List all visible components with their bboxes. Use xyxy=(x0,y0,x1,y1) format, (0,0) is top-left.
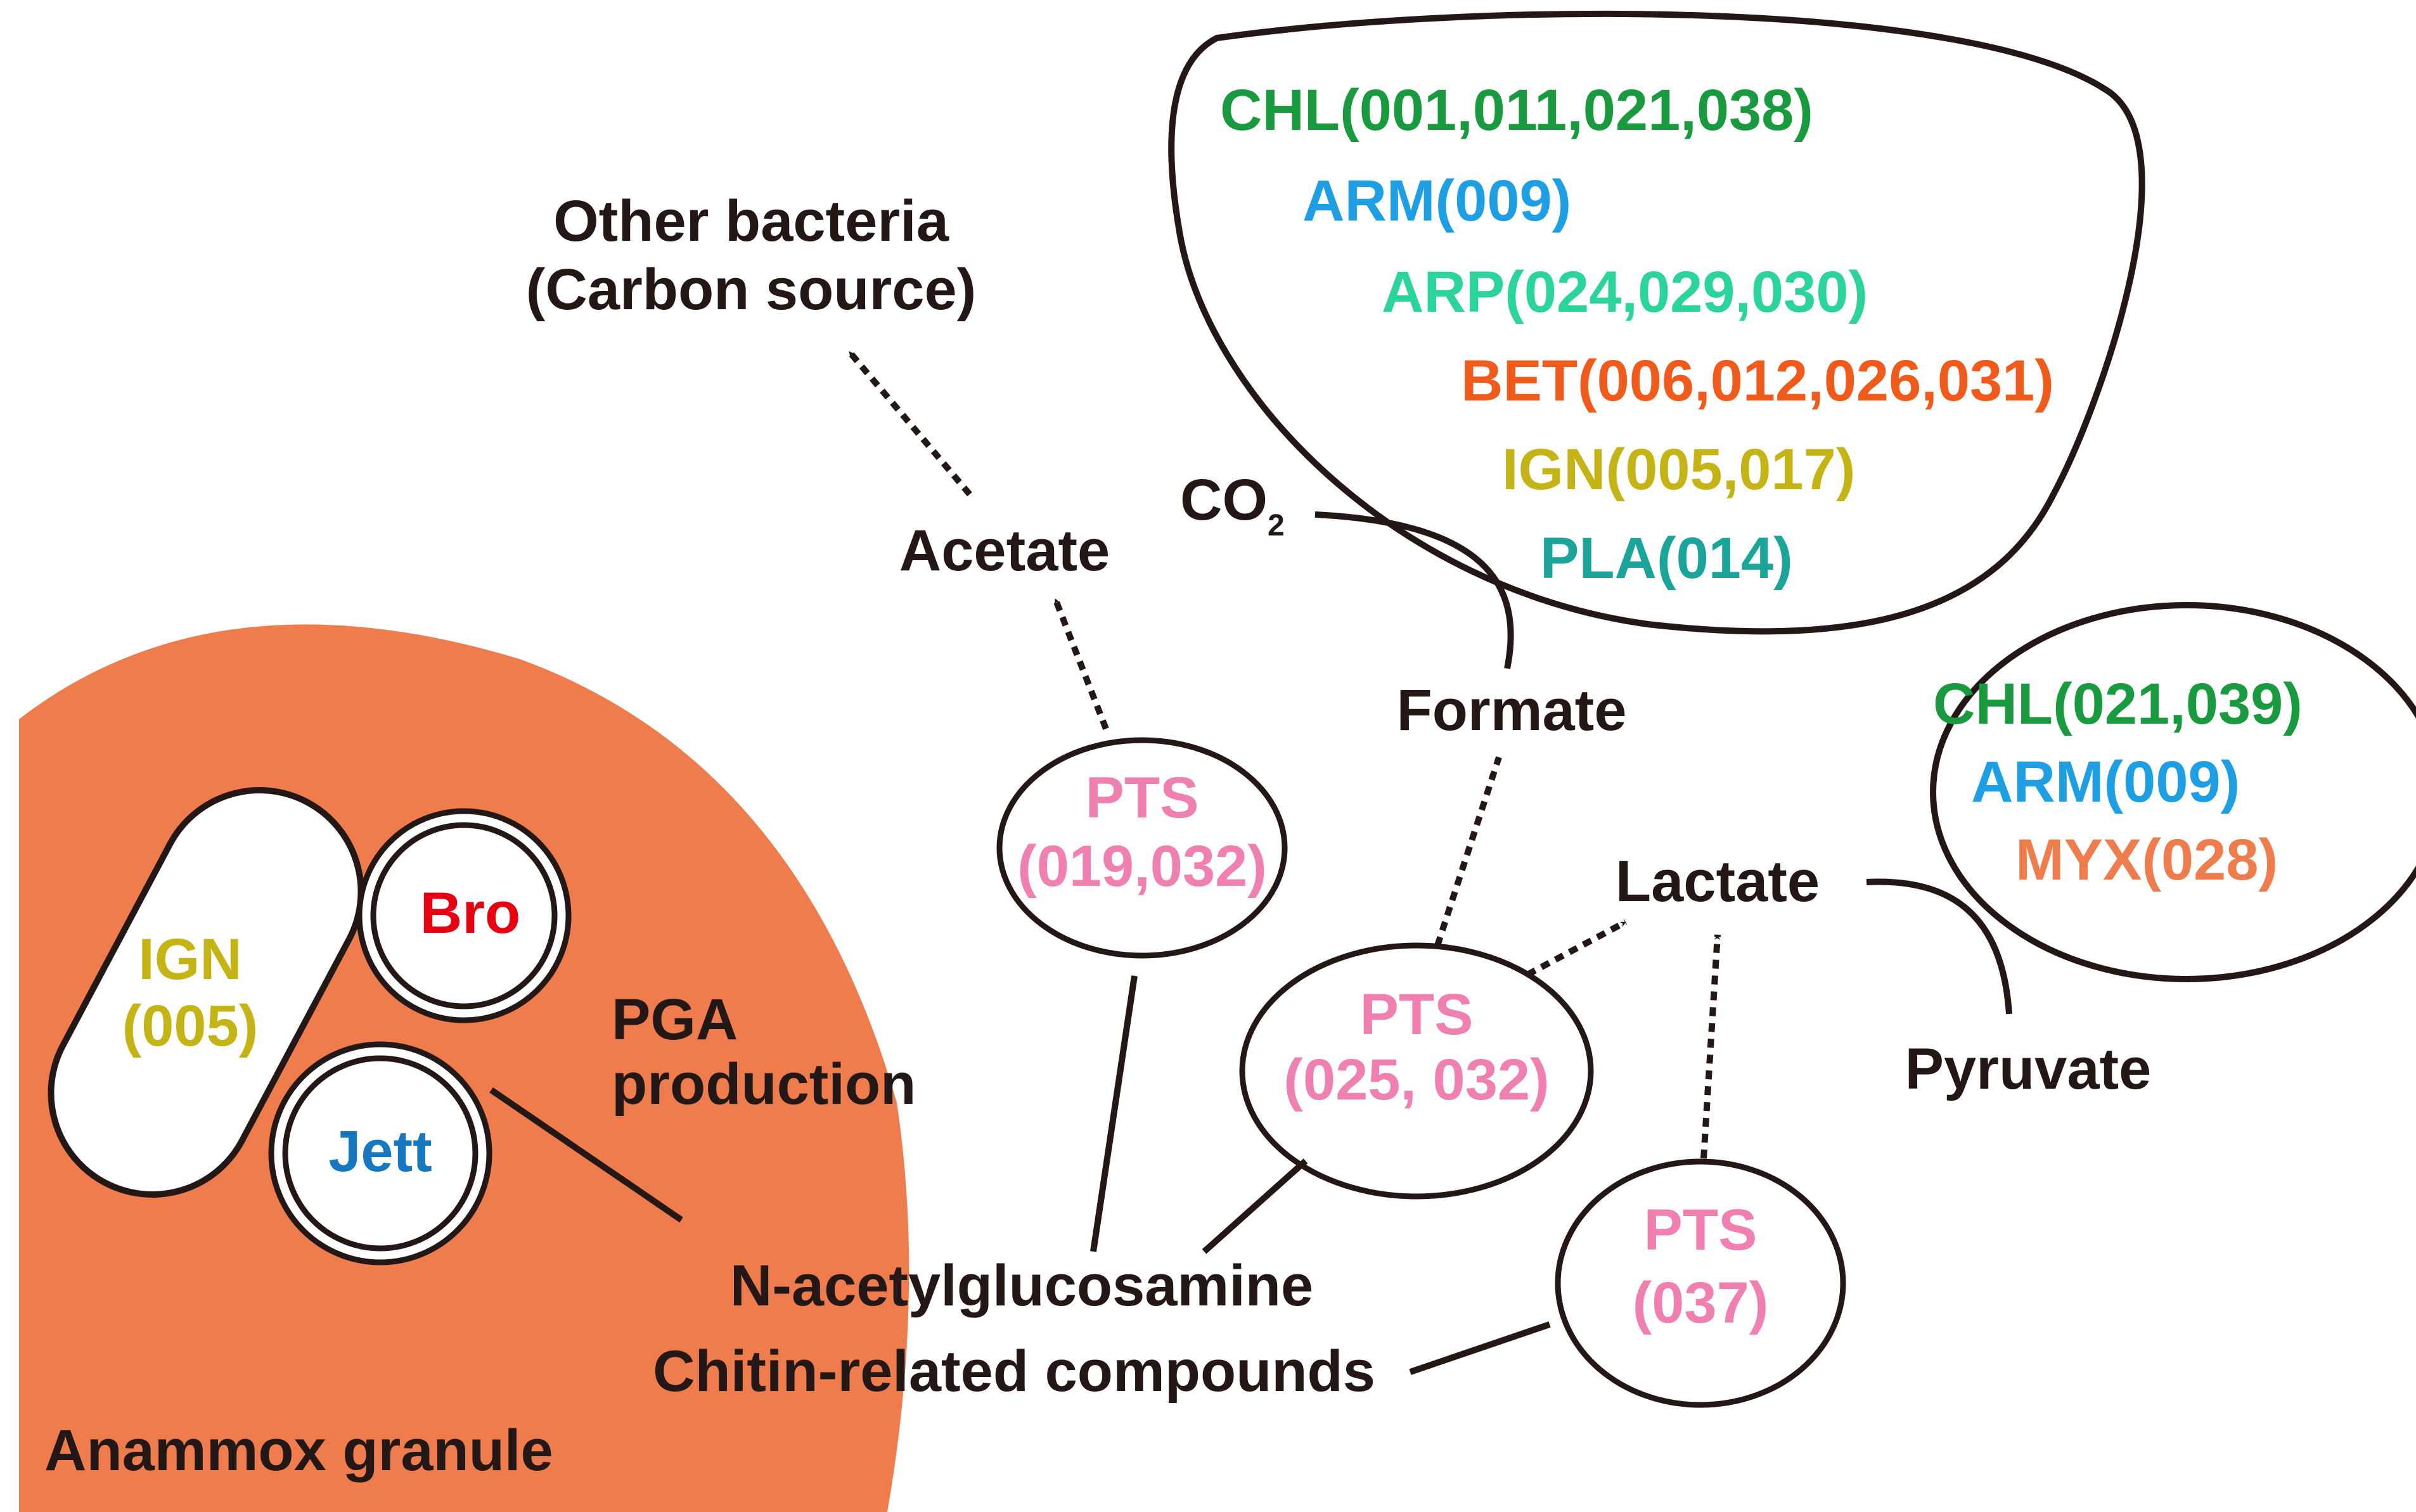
co2-label: CO2 xyxy=(1180,468,1285,542)
co2-producer-group-outline xyxy=(1168,10,2145,635)
pts-node-025-032 xyxy=(1239,942,1594,1200)
formate-label: Formate xyxy=(1397,678,1627,743)
bro-cell-inner-ring xyxy=(370,822,558,1009)
co2-group-ign: IGN(005,017) xyxy=(1502,437,1855,502)
arrow-pts-025-to-nag xyxy=(1202,1158,1308,1254)
pts-node-019-032-label-1: PTS xyxy=(1086,766,1199,830)
co2-group-arp: ARP(024,029,030) xyxy=(1382,260,1868,324)
other-bacteria-label-line2: (Carbon source) xyxy=(526,257,977,322)
lactate-label: Lactate xyxy=(1616,849,1820,914)
pga-label-line2: production xyxy=(612,1052,916,1117)
arrow-chitin-to-pts-037 xyxy=(1409,1321,1551,1375)
pts-node-019-032-label-2: (019,032) xyxy=(1017,834,1267,899)
pts-node-025-032-label-2: (025, 032) xyxy=(1283,1048,1549,1112)
arrow-acetate-to-other-bacteria xyxy=(847,349,972,497)
pts-node-019-032 xyxy=(996,737,1288,959)
pts-node-025-032-label-1: PTS xyxy=(1360,982,1474,1047)
pts-node-037-label-1: PTS xyxy=(1644,1198,1757,1262)
pyruvate-label: Pyruvate xyxy=(1905,1037,2152,1101)
bro-cell-label: Bro xyxy=(420,881,520,945)
other-bacteria-label-line1: Other bacteria xyxy=(553,189,949,253)
co2-group-chl: CHL(001,011,021,038) xyxy=(1220,78,1813,143)
acetate-label: Acetate xyxy=(899,518,1110,583)
co2-main: CO xyxy=(1180,468,1268,532)
arrow-pts-019-to-acetate xyxy=(1052,598,1109,730)
co2-group-bet: BET(006,012,026,031) xyxy=(1461,349,2054,413)
pyruvate-group-myx: MYX(028) xyxy=(2015,828,2278,892)
chitin-compounds-label: Chitin-related compounds xyxy=(653,1339,1375,1404)
ign-cell-label-1: IGN xyxy=(138,927,242,992)
arrow-nag-to-pts-019 xyxy=(1090,975,1138,1252)
pyruvate-group-chl: CHL(021,039) xyxy=(1933,672,2303,736)
co2-group-arm: ARM(009) xyxy=(1302,169,1571,233)
arrow-pts-037-to-lactate xyxy=(1700,934,1721,1159)
pts-node-037-label-2: (037) xyxy=(1633,1271,1769,1335)
arrow-formate-to-co2 xyxy=(1314,511,1514,669)
pyruvate-producer-group-outline xyxy=(1930,602,2416,982)
arrow-pts-025-to-lactate xyxy=(1526,919,1628,978)
pts-node-037 xyxy=(1555,1158,1846,1408)
jett-cell-label: Jett xyxy=(328,1119,432,1184)
anammox-granule-label: Anammox granule xyxy=(44,1418,553,1483)
n-acetylglucosamine-label: N-acetylglucosamine xyxy=(730,1253,1313,1318)
ign-cell-label-2: (005) xyxy=(122,994,259,1058)
pyruvate-group-arm: ARM(009) xyxy=(1971,750,2240,814)
pga-label-line1: PGA xyxy=(612,987,738,1052)
ign-cell xyxy=(48,787,364,1198)
arrow-lactate-to-pyruvate xyxy=(1866,878,2012,1015)
arrow-pts-025-to-formate xyxy=(1434,756,1502,947)
co2-group-pla: PLA(014) xyxy=(1540,526,1793,591)
co2-subscript: 2 xyxy=(1268,509,1285,542)
jett-cell-inner-ring xyxy=(282,1055,479,1252)
arrow-jett-to-nag xyxy=(489,1087,683,1223)
